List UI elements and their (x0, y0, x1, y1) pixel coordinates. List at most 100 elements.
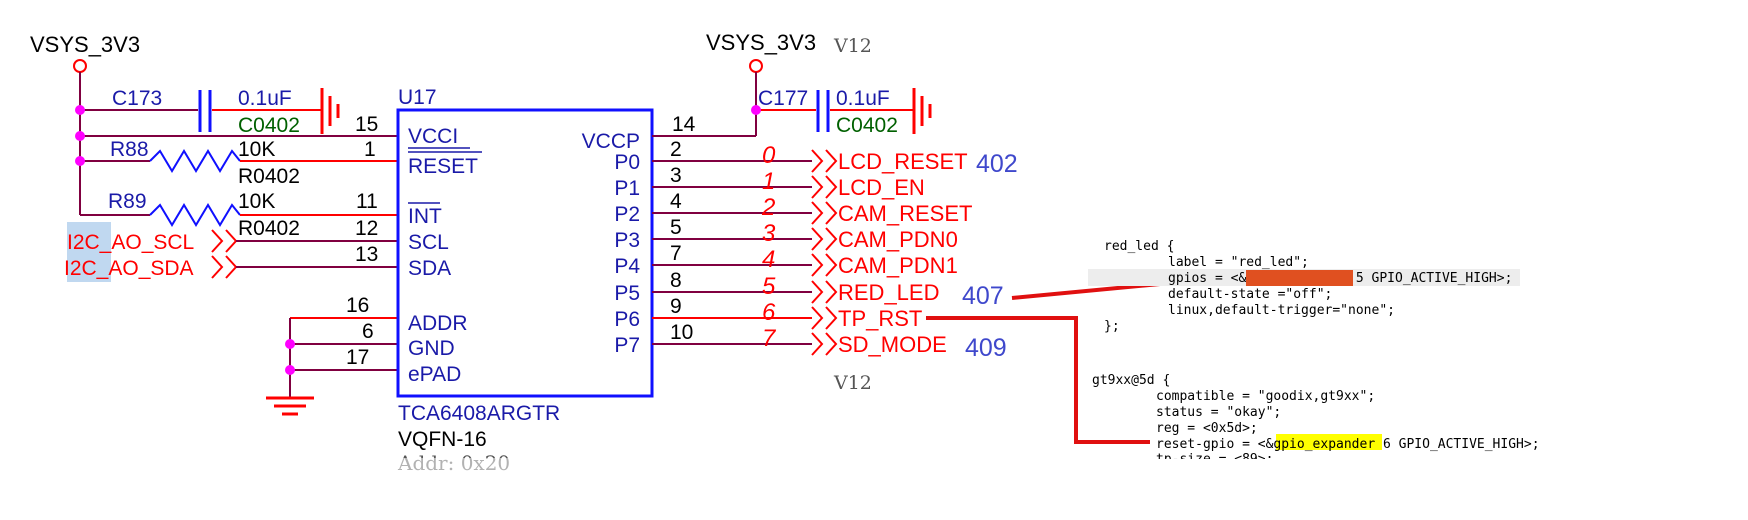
gpio-index-p7: 7 (762, 325, 777, 352)
code-line: status = "okay"; (1156, 405, 1281, 420)
net-label-p5: RED_LED (838, 280, 939, 305)
r89-resistor-symbol (149, 203, 241, 227)
chevron-out-p1 (825, 175, 838, 199)
pin-name-vcci: VCCI (408, 125, 458, 148)
left-power-terminal (73, 59, 87, 73)
sda-chevron-in (211, 255, 224, 279)
code-line: }; (1104, 319, 1120, 334)
left-power-net-label: VSYS_3V3 (30, 32, 140, 57)
net-label-p2: CAM_RESET (838, 201, 972, 226)
c177-ref: C177 (758, 87, 808, 110)
gpio-index-p1: 1 (762, 168, 775, 195)
code-line: reset-gpio = <&gpio_expander 6 GPIO_ACTI… (1156, 437, 1540, 452)
chevron-out-p5 (825, 280, 838, 304)
c173-capacitor-symbol (198, 90, 212, 132)
chevron-out-p4 (825, 253, 838, 277)
chevron-in-p7 (811, 332, 824, 356)
reset-pin-number: 1 (364, 138, 376, 161)
output-wires (652, 160, 812, 345)
pin-name-p3: P3 (614, 229, 640, 252)
c173-ground-symbol (320, 88, 340, 134)
chevron-in-p1 (811, 175, 824, 199)
r88-value: 10K (238, 138, 275, 161)
red-led-pointer-arrow (1011, 282, 1161, 300)
pin-number-p0: 2 (670, 138, 682, 161)
pin-number-p6: 9 (670, 295, 682, 318)
pin-number-p7: 10 (670, 321, 693, 344)
code-line: linux,default-trigger="none"; (1168, 303, 1395, 318)
c173-value: 0.1uF (238, 87, 292, 110)
c173-ref: C173 (112, 87, 162, 110)
code-line: compatible = "goodix,gt9xx"; (1156, 389, 1375, 404)
code-line-clipped: tp-size = <89>; (1156, 452, 1273, 467)
net-label-p4: CAM_PDN1 (838, 253, 958, 278)
junction-vcci (75, 131, 85, 141)
pin-name-p7: P7 (614, 334, 640, 357)
ground-symbol (266, 396, 314, 416)
pin-name-reset: RESET (408, 155, 478, 178)
ic-package: VQFN-16 (398, 428, 487, 451)
pin-name-p4: P4 (614, 255, 640, 278)
vcci-pin-number: 15 (355, 113, 378, 136)
chevron-out-p3 (825, 227, 838, 251)
code-line: label = "red_led"; (1168, 255, 1309, 270)
pin-name-vccp: VCCP (582, 130, 640, 153)
ic-part-number: TCA6408ARGTR (398, 402, 560, 425)
c173-footprint: C0402 (238, 114, 300, 137)
net-label-p0: LCD_RESET (838, 149, 968, 174)
r88-footprint: R0402 (238, 165, 300, 188)
code-line: gt9xx@5d { (1092, 373, 1170, 388)
junction-c173 (75, 105, 85, 115)
pin-name-gnd: GND (408, 337, 455, 360)
r0402-scl-footprint: R0402 (238, 217, 300, 240)
int-pin-number: 11 (356, 190, 378, 213)
code-line: red_led { (1104, 239, 1174, 254)
chevron-out-p7 (825, 332, 838, 356)
sda-pin-number: 13 (355, 243, 378, 266)
voltage-tag-bottom: V12 (833, 372, 872, 394)
pin-name-sda: SDA (408, 257, 451, 280)
r88-ref: R88 (110, 138, 149, 161)
ic-ref: U17 (398, 86, 437, 109)
gpio-index-p4: 4 (762, 246, 775, 273)
pin-name-addr: ADDR (408, 312, 468, 335)
pin-number-p5: 8 (670, 269, 682, 292)
r88-resistor-symbol (149, 149, 241, 173)
pin-name-int: INT (408, 205, 442, 228)
code-block-red-led: red_led { label = "red_led"; gpios = <&g… (1104, 239, 1512, 334)
annotation-lcd-reset: 402 (976, 150, 1018, 178)
chevron-in-p4 (811, 253, 824, 277)
gpio-index-p5: 5 (762, 273, 776, 300)
chevron-out-p0 (825, 149, 838, 173)
c177-footprint: C0402 (836, 114, 898, 137)
pin-number-p2: 4 (670, 190, 682, 213)
junction-c177 (751, 105, 761, 115)
right-power-net-label: VSYS_3V3 (706, 30, 816, 55)
code-block-gt9xx: gt9xx@5d { compatible = "goodix,gt9xx"; … (1092, 373, 1540, 467)
scl-pin-number: 12 (355, 217, 378, 240)
right-power-terminal (749, 59, 763, 73)
pin-name-p6: P6 (614, 308, 640, 331)
annotation-sd-mode: 409 (965, 334, 1007, 362)
epad-pin-number: 17 (346, 346, 369, 369)
pin-number-p3: 5 (670, 216, 682, 239)
chevron-in-p5 (811, 280, 824, 304)
sda-chevron-out (225, 255, 238, 279)
output-net-labels: LCD_RESETLCD_ENCAM_RESETCAM_PDN0CAM_PDN1… (838, 149, 972, 357)
gpio-index-p0: 0 (762, 142, 776, 169)
chevron-in-p0 (811, 149, 824, 173)
chevron-in-p3 (811, 227, 824, 251)
code-line: reg = <0x5d>; (1156, 421, 1258, 436)
gpio-expander-highlight-orange (1246, 270, 1353, 286)
junction-epad (285, 365, 295, 375)
c177-value: 0.1uF (836, 87, 890, 110)
annotation-red-led: 407 (962, 282, 1004, 310)
gpio-index-p6: 6 (762, 299, 776, 326)
scl-chevron-in (211, 229, 224, 253)
pin-name-p2: P2 (614, 203, 640, 226)
